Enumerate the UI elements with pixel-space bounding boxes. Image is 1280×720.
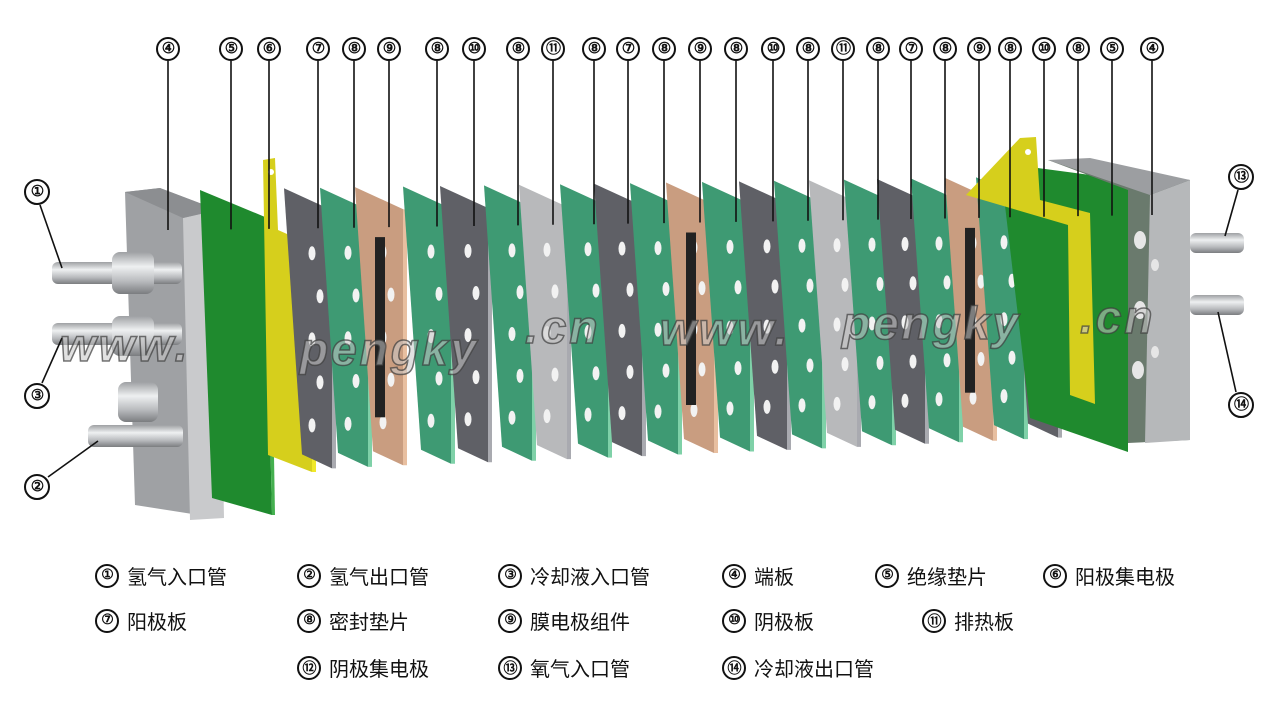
legend-number-badge: ⑭ xyxy=(722,655,746,680)
legend-label: 阳极集电极 xyxy=(1075,565,1175,589)
callout-label: ⑨ xyxy=(688,37,712,61)
legend-item-anode-collector: ⑥ 阳极集电极 xyxy=(1043,561,1175,590)
legend-number-badge: ⑧ xyxy=(297,608,321,633)
callout-label: ③ xyxy=(24,383,50,409)
legend-label: 氢气出口管 xyxy=(329,565,429,589)
callout-label: ⑧ xyxy=(998,37,1022,61)
right-end-plate xyxy=(1048,158,1190,443)
legend-item-insulation-pad: ⑤ 绝缘垫片 xyxy=(875,561,987,590)
legend-item-cathode-plate: ⑩ 阴极板 xyxy=(722,606,814,635)
legend-number-badge: ⑪ xyxy=(922,608,946,633)
legend-item-anode-plate: ⑦ 阳极板 xyxy=(95,606,187,635)
callout-label: ⑩ xyxy=(1032,37,1056,61)
legend-label: 氢气入口管 xyxy=(127,565,227,589)
legend-label: 绝缘垫片 xyxy=(907,565,987,589)
left-pipes xyxy=(52,252,183,447)
callout-label: ⑧ xyxy=(425,37,449,61)
callout-label: ⑤ xyxy=(1100,37,1124,61)
legend-item-hydrogen-outlet: ② 氢气出口管 xyxy=(297,561,429,590)
legend-item-end-plate: ④ 端板 xyxy=(722,561,794,590)
callout-label: ④ xyxy=(156,37,180,61)
legend-label: 阳极板 xyxy=(127,610,187,634)
callout-label: ⑥ xyxy=(257,37,281,61)
legend-item-cooling-plate: ⑪ 排热板 xyxy=(922,606,1014,635)
right-pipes xyxy=(1190,233,1244,315)
callout-label: ⑬ xyxy=(1228,164,1254,190)
callout-label: ⑩ xyxy=(462,37,486,61)
callout-label: ⑦ xyxy=(899,37,923,61)
legend-number-badge: ⑤ xyxy=(875,563,899,588)
legend-label: 膜电极组件 xyxy=(530,610,630,634)
callout-label: ⑪ xyxy=(541,37,565,61)
side-leader-lines xyxy=(39,189,1239,478)
callout-label: ⑧ xyxy=(796,37,820,61)
legend-number-badge: ⑬ xyxy=(498,655,522,680)
callout-label: ⑧ xyxy=(866,37,890,61)
legend-number-badge: ① xyxy=(95,563,119,588)
callout-label: ⑩ xyxy=(761,37,785,61)
legend-number-badge: ④ xyxy=(722,563,746,588)
legend-number-badge: ⑫ xyxy=(297,655,321,680)
callout-label: ⑧ xyxy=(724,37,748,61)
legend-label: 阴极集电极 xyxy=(329,657,429,681)
right-insulation-pad xyxy=(1000,163,1128,452)
legend-item-hydrogen-inlet: ① 氢气入口管 xyxy=(95,561,227,590)
legend-item-oxygen-inlet: ⑬ 氧气入口管 xyxy=(498,653,630,682)
legend-number-badge: ⑩ xyxy=(722,608,746,633)
callout-label: ⑦ xyxy=(616,37,640,61)
callout-label: ⑨ xyxy=(967,37,991,61)
callout-label: ⑦ xyxy=(306,37,330,61)
callout-label: ⑨ xyxy=(377,37,401,61)
callout-label: ⑧ xyxy=(582,37,606,61)
legend-number-badge: ⑨ xyxy=(498,608,522,633)
legend-item-mea: ⑨ 膜电极组件 xyxy=(498,606,630,635)
legend: ① 氢气入口管 ② 氢气出口管 ③ 冷却液入口管 ④ 端板 ⑤ 绝缘垫片 ⑥ 阳… xyxy=(0,555,1280,715)
legend-item-gasket: ⑧ 密封垫片 xyxy=(297,606,409,635)
legend-label: 排热板 xyxy=(954,610,1014,634)
legend-label: 阴极板 xyxy=(754,610,814,634)
legend-label: 密封垫片 xyxy=(329,610,409,634)
leader-lines xyxy=(167,61,1153,230)
callout-label: ⑧ xyxy=(506,37,530,61)
legend-label: 冷却液入口管 xyxy=(530,565,650,589)
callout-label: ① xyxy=(24,179,50,205)
callout-label: ⑪ xyxy=(831,37,855,61)
exploded-stack-illustration xyxy=(39,61,1244,520)
callout-label: ⑧ xyxy=(1066,37,1090,61)
legend-number-badge: ⑥ xyxy=(1043,563,1067,588)
callout-label: ⑧ xyxy=(652,37,676,61)
legend-item-coolant-inlet: ③ 冷却液入口管 xyxy=(498,561,650,590)
callout-label: ⑤ xyxy=(219,37,243,61)
legend-label: 氧气入口管 xyxy=(530,657,630,681)
legend-item-coolant-outlet: ⑭ 冷却液出口管 xyxy=(722,653,874,682)
legend-label: 冷却液出口管 xyxy=(754,657,874,681)
legend-label: 端板 xyxy=(754,565,794,589)
plate-stack xyxy=(284,176,1062,469)
legend-item-cathode-collector: ⑫ 阴极集电极 xyxy=(297,653,429,682)
left-insulation-pad xyxy=(200,190,272,515)
callout-label: ⑧ xyxy=(933,37,957,61)
callout-label: ⑭ xyxy=(1228,392,1254,418)
legend-number-badge: ③ xyxy=(498,563,522,588)
callout-label: ② xyxy=(24,474,50,500)
legend-number-badge: ② xyxy=(297,563,321,588)
cathode-collector-tab xyxy=(966,137,1095,404)
legend-number-badge: ⑦ xyxy=(95,608,119,633)
callout-label: ⑧ xyxy=(342,37,366,61)
callout-label: ④ xyxy=(1140,37,1164,61)
